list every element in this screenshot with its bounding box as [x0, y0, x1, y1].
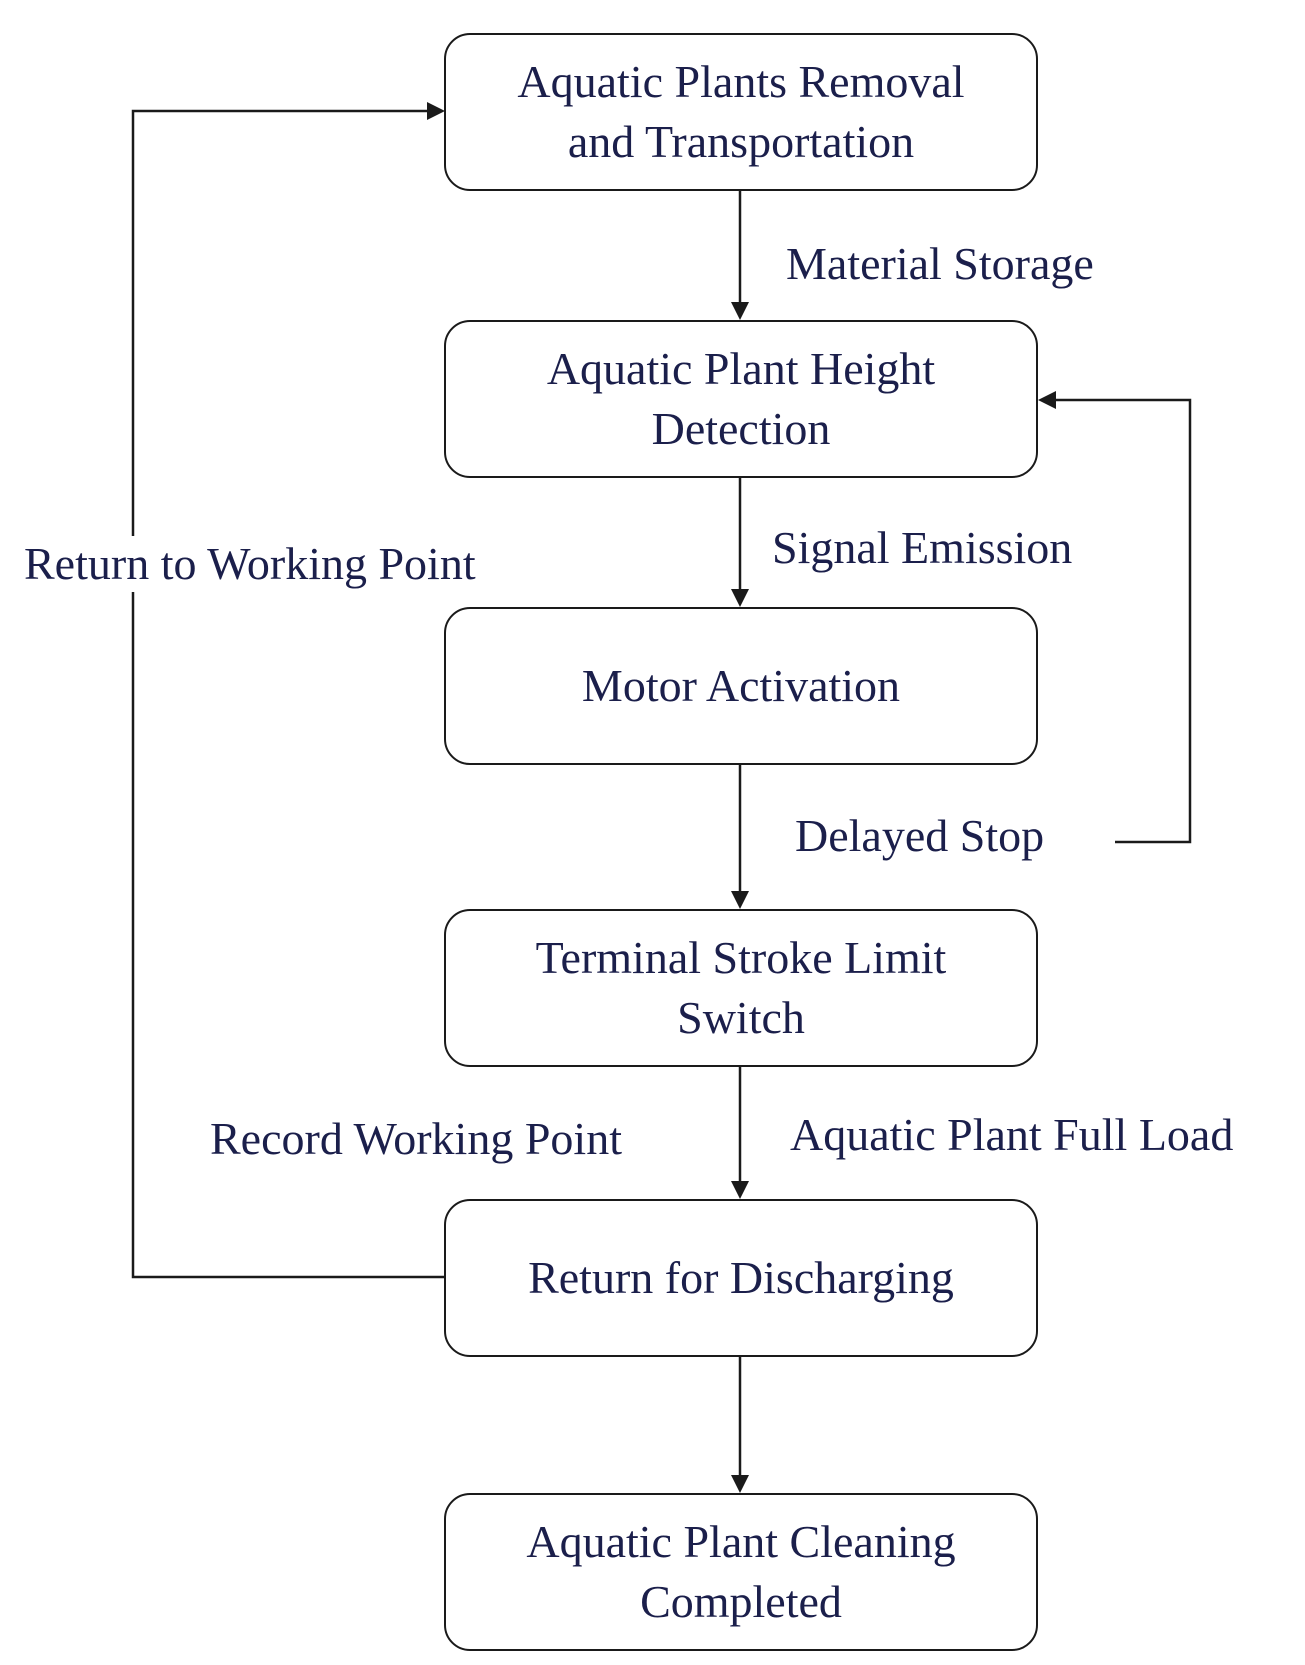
- arrow-motor-to-limit: [731, 764, 749, 909]
- label-signal-emission: Signal Emission: [772, 520, 1073, 576]
- arrow-height-to-motor: [731, 477, 749, 607]
- node-text-line: Detection: [651, 403, 831, 454]
- arrow-delayed-stop-loop: [1038, 391, 1192, 844]
- node-text-line: Motor Activation: [581, 660, 901, 711]
- node-height-detection: Aquatic Plant Height Detection: [444, 320, 1038, 478]
- node-text-line: Aquatic Plants Removal: [517, 56, 965, 107]
- node-cleaning-completed: Aquatic Plant Cleaning Completed: [444, 1493, 1038, 1651]
- node-text-line: Terminal Stroke Limit: [535, 932, 947, 983]
- arrow-discharge-to-complete: [731, 1356, 749, 1493]
- label-record-working-point: Record Working Point: [210, 1111, 622, 1167]
- label-material-storage: Material Storage: [786, 236, 1094, 292]
- arrow-limit-to-discharge: [731, 1066, 749, 1199]
- node-return-for-discharging: Return for Discharging: [444, 1199, 1038, 1357]
- arrow-removal-to-height: [731, 190, 749, 320]
- node-removal-transportation: Aquatic Plants Removal and Transportatio…: [444, 33, 1038, 191]
- label-delayed-stop: Delayed Stop: [795, 808, 1045, 864]
- node-text-line: Aquatic Plant Cleaning: [526, 1516, 956, 1567]
- label-aquatic-plant-full-load: Aquatic Plant Full Load: [790, 1107, 1234, 1163]
- node-text-line: Return for Discharging: [528, 1252, 954, 1303]
- node-text-line: Aquatic Plant Height: [546, 343, 936, 394]
- node-terminal-stroke-limit-switch: Terminal Stroke Limit Switch: [444, 909, 1038, 1067]
- node-text-line: and Transportation: [567, 116, 915, 167]
- node-text-line: Completed: [640, 1576, 842, 1627]
- node-motor-activation: Motor Activation: [444, 607, 1038, 765]
- arrow-return-to-working-point-loop: [131, 102, 445, 1279]
- node-text-line: Switch: [677, 992, 805, 1043]
- label-return-to-working-point: Return to Working Point: [24, 536, 476, 592]
